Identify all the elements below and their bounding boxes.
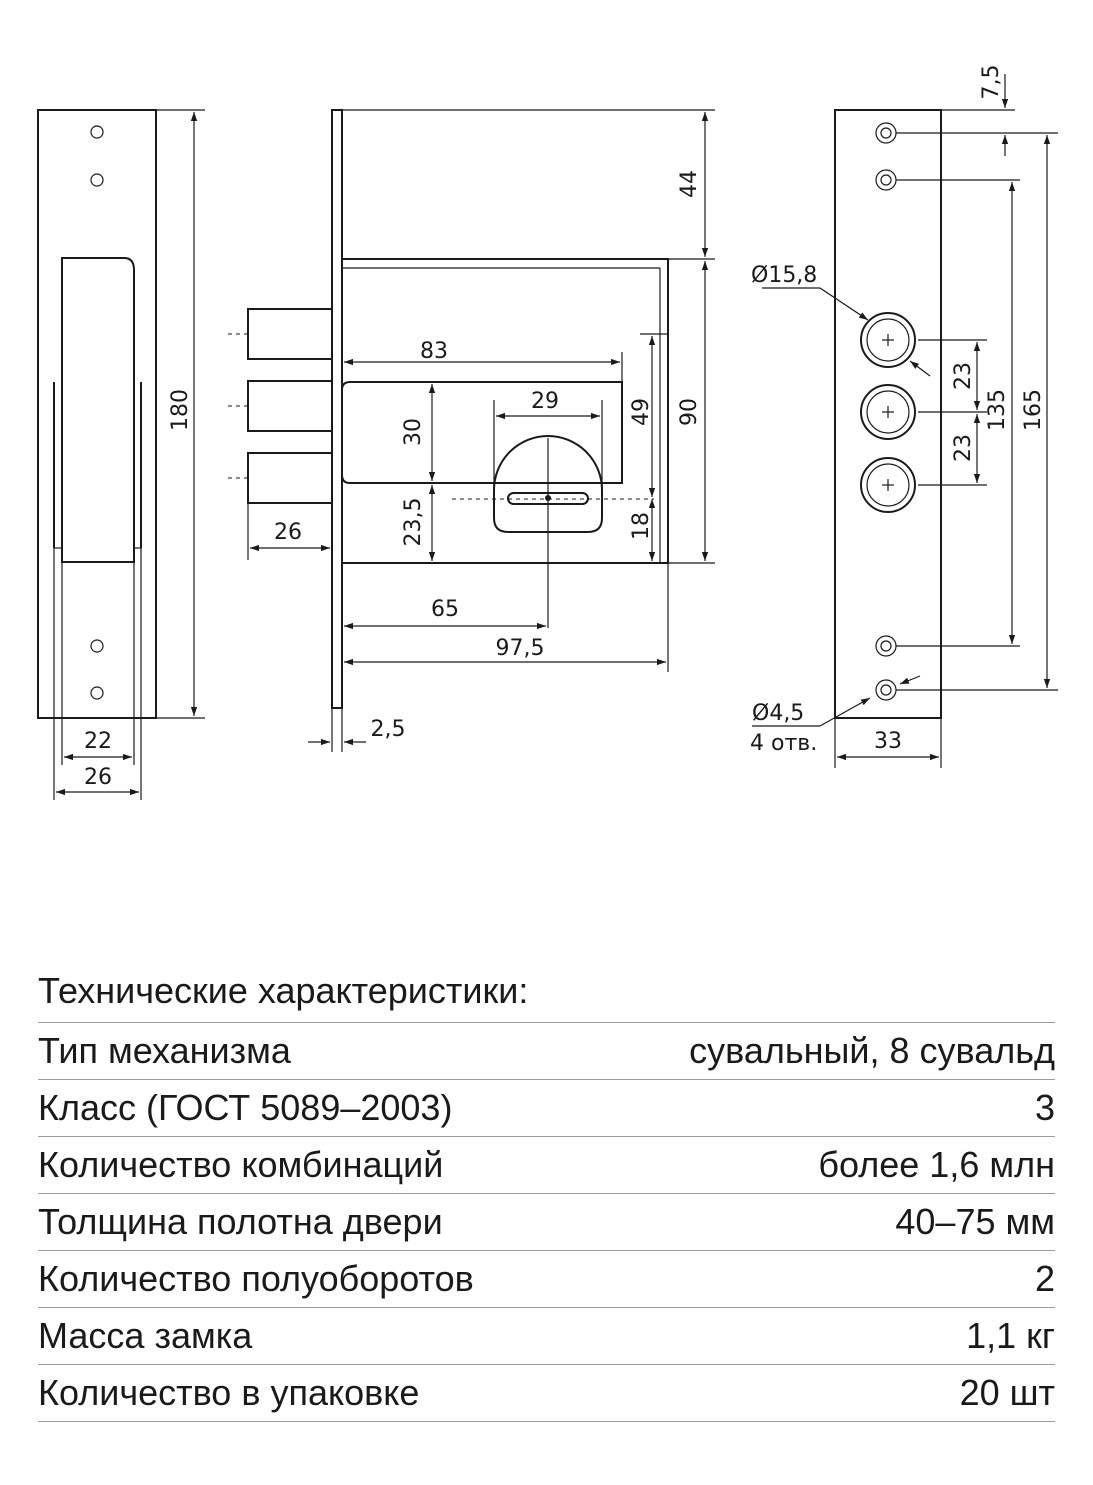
dim-body-width-97-5: 97,5 — [496, 636, 545, 661]
spec-row: Количество комбинаций более 1,6 млн — [38, 1136, 1055, 1193]
spec-row: Толщина полотна двери 40–75 мм — [38, 1193, 1055, 1250]
dim-width-22: 22 — [84, 729, 112, 754]
spec-value: 2 — [1034, 1258, 1055, 1299]
spec-row: Количество в упаковке 20 шт — [38, 1364, 1055, 1422]
spec-row: Масса замка 1,1 кг — [38, 1307, 1055, 1364]
spec-value: 20 шт — [959, 1372, 1055, 1413]
bolt-hole — [860, 312, 916, 368]
dim-backset-65: 65 — [431, 597, 459, 622]
bolt-hole — [860, 384, 916, 440]
dim-plate-thickness-2-5: 2,5 — [371, 717, 406, 742]
side-view: 44 90 83 49 18 29 30 23,5 26 65 — [228, 109, 715, 752]
spec-value: 1,1 кг — [966, 1315, 1055, 1356]
dim-49: 49 — [629, 398, 654, 426]
dim-top-offset-7-5: 7,5 — [979, 65, 1004, 100]
dim-screw-span-165: 165 — [1021, 389, 1046, 431]
spec-value: 40–75 мм — [895, 1201, 1055, 1242]
dim-width-33: 33 — [874, 729, 902, 754]
spec-label: Тип механизма — [38, 1030, 291, 1071]
spec-value: более 1,6 млн — [818, 1144, 1055, 1185]
dim-bolt-diameter: Ø15,8 — [751, 263, 817, 288]
bolt-hole — [860, 457, 916, 513]
dim-bolt-out-26: 26 — [274, 520, 302, 545]
faceplate-view: 7,5 165 135 23 23 Ø15,8 Ø4,5 4 отв. 33 — [750, 65, 1058, 768]
dim-hole-diameter: Ø4,5 — [752, 701, 804, 726]
dim-bolt-pitch-lower-23: 23 — [951, 434, 976, 462]
spec-value: 3 — [1034, 1087, 1055, 1128]
specs-title: Технические характеристики: — [38, 970, 529, 1011]
dim-height-180: 180 — [168, 389, 193, 431]
dim-bolt-pitch-upper-23: 23 — [951, 362, 976, 390]
spec-label: Количество полуоборотов — [38, 1258, 474, 1299]
spec-label: Класс (ГОСТ 5089–2003) — [38, 1087, 453, 1128]
spec-label: Количество в упаковке — [38, 1372, 420, 1413]
spec-row: Количество полуоборотов 2 — [38, 1250, 1055, 1307]
dim-window-30: 30 — [401, 418, 426, 446]
spec-label: Масса замка — [38, 1315, 253, 1356]
dim-body-height-90: 90 — [677, 398, 702, 426]
spec-label: Толщина полотна двери — [38, 1201, 443, 1242]
spec-row: Тип механизма сувальный, 8 сувальд — [38, 1022, 1055, 1079]
spec-value: сувальный, 8 сувальд — [689, 1030, 1055, 1071]
specs-table: Технические характеристики: Тип механизм… — [38, 960, 1055, 1422]
dim-width-26: 26 — [84, 765, 112, 790]
dim-key-offset-23-5: 23,5 — [401, 498, 426, 547]
dim-top-44: 44 — [677, 170, 702, 198]
spec-row: Класс (ГОСТ 5089–2003) 3 — [38, 1079, 1055, 1136]
dim-key-height-18: 18 — [629, 512, 654, 540]
dim-bolt-spacing-29: 29 — [531, 389, 559, 414]
dim-hole-count: 4 отв. — [750, 731, 817, 756]
lock-technical-drawing: 180 22 26 44 — [37, 65, 1058, 800]
dim-screw-span-135: 135 — [985, 389, 1010, 431]
front-view: 180 22 26 — [37, 109, 205, 800]
dim-bolt-span-83: 83 — [420, 339, 448, 364]
spec-label: Количество комбинаций — [38, 1144, 444, 1185]
